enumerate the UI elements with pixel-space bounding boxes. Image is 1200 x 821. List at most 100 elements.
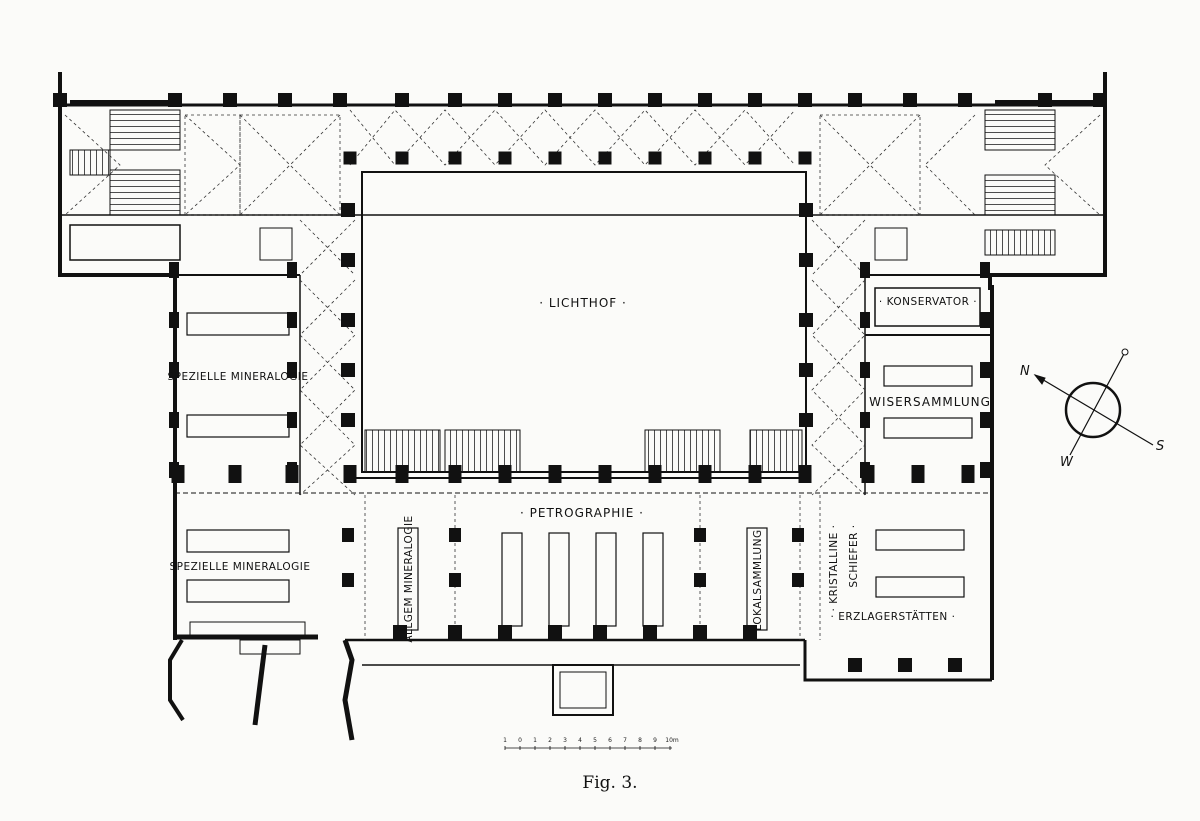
pier bbox=[648, 465, 662, 483]
pier bbox=[860, 262, 870, 278]
pier bbox=[498, 93, 512, 107]
scale-tick: 8 bbox=[638, 737, 642, 744]
pier bbox=[169, 312, 179, 328]
pier bbox=[799, 253, 813, 267]
pier bbox=[393, 625, 407, 641]
pier bbox=[341, 253, 355, 267]
pier bbox=[548, 625, 562, 641]
scale-tick: 6 bbox=[608, 737, 612, 744]
pier bbox=[798, 93, 812, 107]
label-petrographie: · PETROGRAPHIE · bbox=[520, 506, 644, 520]
pier bbox=[748, 151, 762, 165]
pier bbox=[598, 93, 612, 107]
pier bbox=[948, 658, 962, 672]
pier bbox=[498, 625, 512, 641]
staircases bbox=[69, 109, 1056, 473]
pier bbox=[598, 465, 612, 483]
pier bbox=[980, 312, 990, 328]
pier bbox=[748, 93, 762, 107]
scale-tick: 3 bbox=[563, 737, 567, 744]
pier bbox=[860, 412, 870, 428]
pier bbox=[228, 465, 242, 483]
pier bbox=[848, 658, 862, 672]
pier bbox=[693, 625, 707, 641]
scale-tick: 4 bbox=[578, 737, 582, 744]
pier bbox=[1093, 93, 1107, 107]
vault-lines bbox=[64, 109, 1101, 640]
pier bbox=[287, 262, 297, 278]
pier bbox=[449, 573, 461, 587]
pier bbox=[961, 465, 975, 483]
scale-tick: 10m bbox=[665, 737, 679, 744]
pier bbox=[168, 93, 182, 107]
pier bbox=[287, 362, 297, 378]
label-spezielle-mineralogie-upper: SPEZIELLE MINERALOGIE bbox=[167, 371, 308, 383]
pier bbox=[648, 93, 662, 107]
scale-ticks: 1 0 1 2 3 4 5 6 7 8 9 10m bbox=[503, 737, 679, 744]
label-erzlagerstaetten: · ERZLAGERSTÄTTEN · bbox=[831, 610, 956, 623]
pier bbox=[799, 363, 813, 377]
pier bbox=[548, 465, 562, 483]
pier bbox=[548, 93, 562, 107]
pier bbox=[498, 151, 512, 165]
pier bbox=[792, 573, 804, 587]
pier bbox=[169, 412, 179, 428]
pier bbox=[169, 262, 179, 278]
pier bbox=[278, 93, 292, 107]
pier bbox=[911, 465, 925, 483]
pier bbox=[980, 262, 990, 278]
label-schiefer: SCHIEFER · bbox=[848, 524, 860, 587]
pier bbox=[593, 625, 607, 641]
pier bbox=[343, 465, 357, 483]
pier bbox=[169, 362, 179, 378]
compass-west-label: W bbox=[1060, 455, 1074, 470]
pier bbox=[799, 413, 813, 427]
compass-rose bbox=[1033, 348, 1154, 456]
pier bbox=[448, 625, 462, 641]
pier bbox=[860, 362, 870, 378]
scale-tick: 1 bbox=[503, 737, 507, 744]
piers bbox=[53, 93, 1107, 672]
scale-bar bbox=[504, 746, 672, 750]
pier bbox=[980, 462, 990, 478]
label-allgem-mineralogie: ALLGEM MINERALOGIE bbox=[403, 515, 415, 642]
pier bbox=[548, 151, 562, 165]
pier bbox=[848, 93, 862, 107]
pier bbox=[958, 93, 972, 107]
scale-tick: 2 bbox=[548, 737, 552, 744]
pier bbox=[498, 465, 512, 483]
pier bbox=[448, 151, 462, 165]
pier bbox=[448, 93, 462, 107]
pier bbox=[698, 93, 712, 107]
pier bbox=[395, 93, 409, 107]
pier bbox=[287, 412, 297, 428]
outer-walls bbox=[58, 72, 1107, 741]
pier bbox=[341, 413, 355, 427]
pier bbox=[341, 313, 355, 327]
label-spezielle-mineralogie-lower: SPEZIELLE MINERALOGIE bbox=[169, 561, 310, 573]
pier bbox=[861, 465, 875, 483]
pier bbox=[341, 363, 355, 377]
compass-north-label: N bbox=[1020, 364, 1030, 379]
pier bbox=[898, 658, 912, 672]
pier bbox=[342, 528, 354, 542]
scale-tick: 0 bbox=[518, 737, 522, 744]
pier bbox=[698, 465, 712, 483]
pier bbox=[341, 203, 355, 217]
pier bbox=[598, 151, 612, 165]
pier bbox=[395, 465, 409, 483]
scale-tick: 5 bbox=[593, 737, 597, 744]
pier bbox=[698, 151, 712, 165]
pier bbox=[980, 362, 990, 378]
figure-caption: Fig. 3. bbox=[582, 773, 637, 793]
label-lichthof: · LICHTHOF · bbox=[539, 296, 627, 310]
scale-tick: 9 bbox=[653, 737, 657, 744]
pier bbox=[799, 313, 813, 327]
pier bbox=[694, 528, 706, 542]
pier bbox=[648, 151, 662, 165]
pier bbox=[643, 625, 657, 641]
pier bbox=[798, 465, 812, 483]
display-cases bbox=[186, 312, 973, 631]
pier bbox=[395, 151, 409, 165]
